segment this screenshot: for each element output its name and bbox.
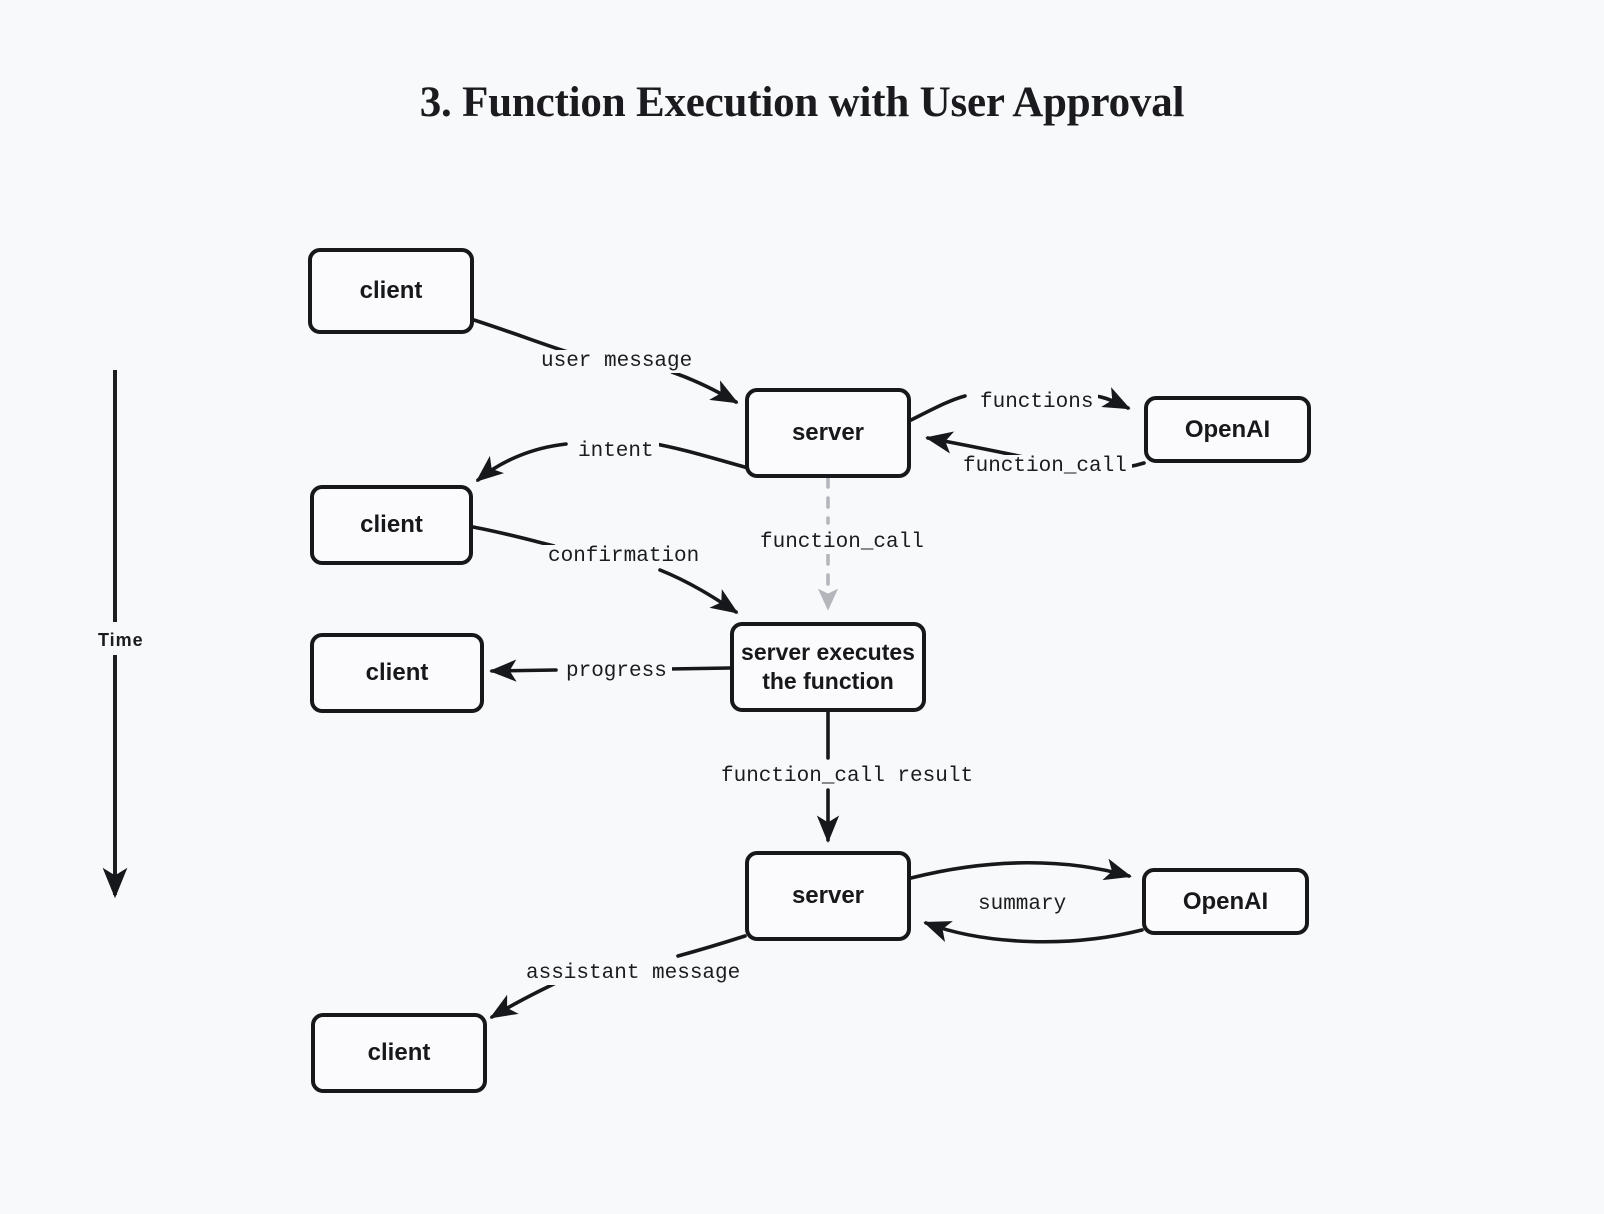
edge-summary-out [909, 858, 1132, 881]
edge-label-confirmation: confirmation [543, 545, 705, 568]
edge-intent-seg1 [648, 441, 750, 470]
node-client-2[interactable]: client [310, 485, 473, 565]
edge-label-function-call-dashed: function_call [755, 531, 929, 554]
node-client-1[interactable]: client [308, 248, 474, 334]
node-server-2[interactable]: server [745, 851, 911, 941]
edge-assistant-message-seg1 [676, 934, 747, 958]
node-openai-2[interactable]: OpenAI [1142, 868, 1309, 935]
node-server-executes[interactable]: server executes the function [730, 622, 926, 712]
edge-functions-seg1 [909, 394, 967, 422]
edge-progress-seg2 [489, 659, 558, 682]
node-server-1[interactable]: server [745, 388, 911, 478]
edge-summary-back [923, 921, 1144, 944]
node-client-4[interactable]: client [311, 1013, 487, 1093]
time-axis-label: Time [92, 628, 150, 653]
page-title: 3. Function Execution with User Approval [419, 79, 1185, 126]
edge-label-assistant-message: assistant message [521, 962, 746, 985]
edge-label-intent: intent [573, 440, 659, 463]
edge-label-summary: summary [973, 893, 1072, 916]
edge-label-user-message: user message [536, 350, 698, 373]
edge-intent-seg2 [475, 442, 568, 482]
node-openai-1[interactable]: OpenAI [1144, 396, 1311, 463]
node-client-3[interactable]: client [310, 633, 484, 713]
edge-label-progress: progress [561, 660, 672, 683]
edge-confirmation-seg2 [658, 568, 739, 614]
edge-confirmation-seg1 [471, 525, 556, 548]
edge-user-message-seg2 [670, 370, 739, 404]
edge-user-message-seg1 [472, 318, 570, 354]
edge-progress-seg1 [666, 666, 732, 671]
edge-label-function-call-result: function_call result [716, 765, 979, 788]
edge-label-functions: functions [975, 391, 1099, 414]
edge-label-function-call-return: function_call [958, 455, 1132, 478]
